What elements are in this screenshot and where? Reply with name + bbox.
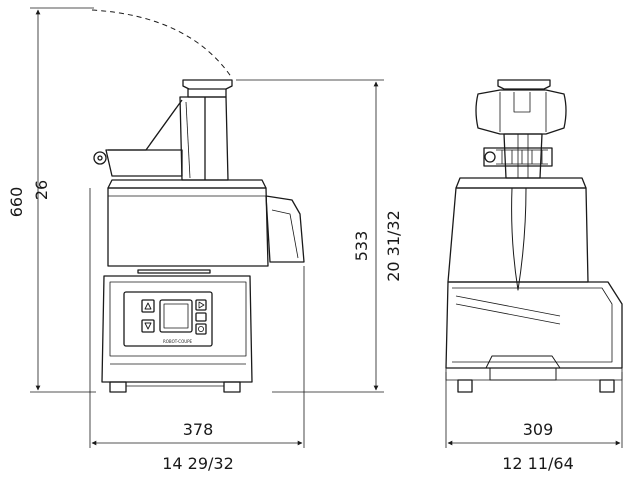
side-pusher-cap	[497, 79, 551, 90]
bowl-lid	[107, 179, 267, 189]
foot-left	[109, 381, 127, 393]
foot-right	[223, 381, 241, 393]
lid-arm	[108, 99, 183, 151]
side-bowl-body	[447, 187, 589, 283]
side-feed-tube	[503, 133, 543, 179]
display-screen	[159, 299, 193, 333]
side-foot-left	[457, 379, 473, 393]
dimension-lines	[30, 7, 623, 448]
brand-label: ROBOT-COUPE	[163, 339, 193, 344]
dim-depth-mm-label: 309	[523, 420, 554, 439]
side-vent	[485, 355, 561, 369]
down-button	[141, 319, 155, 333]
stop-button	[195, 323, 207, 335]
dim-body-height-in-label: 20 31/32	[384, 210, 403, 282]
side-chute	[511, 187, 527, 291]
control-panel	[123, 291, 213, 347]
power-icon	[197, 325, 204, 332]
side-latch	[483, 147, 553, 167]
side-foot-right	[599, 379, 615, 393]
dim-width-mm-label: 378	[183, 420, 214, 439]
side-view	[445, 79, 623, 393]
front-view	[91, 9, 305, 393]
dim-depth-in-label: 12 11/64	[502, 454, 574, 473]
motor-base	[101, 275, 253, 383]
hinge-knob	[93, 151, 107, 165]
up-button	[141, 299, 155, 313]
side-motor-base	[445, 281, 623, 369]
dim-height-in-label: 26	[32, 180, 51, 200]
pulse-button	[195, 312, 207, 322]
dim-body-height-mm-label: 533	[352, 231, 371, 262]
side-head	[475, 89, 567, 135]
start-button	[195, 299, 207, 311]
dim-height-mm-label: 660	[7, 187, 26, 218]
dim-width-in-label: 14 29/32	[162, 454, 234, 473]
feed-tube	[179, 96, 229, 181]
side-bowl-lid	[455, 177, 587, 189]
up-arrow-icon	[144, 302, 152, 310]
play-icon	[198, 301, 205, 309]
bowl-body	[107, 187, 269, 267]
down-arrow-icon	[144, 322, 152, 330]
ejection-chute	[265, 195, 305, 263]
pusher-cap	[182, 79, 233, 90]
lid-swing-arc	[91, 9, 233, 79]
